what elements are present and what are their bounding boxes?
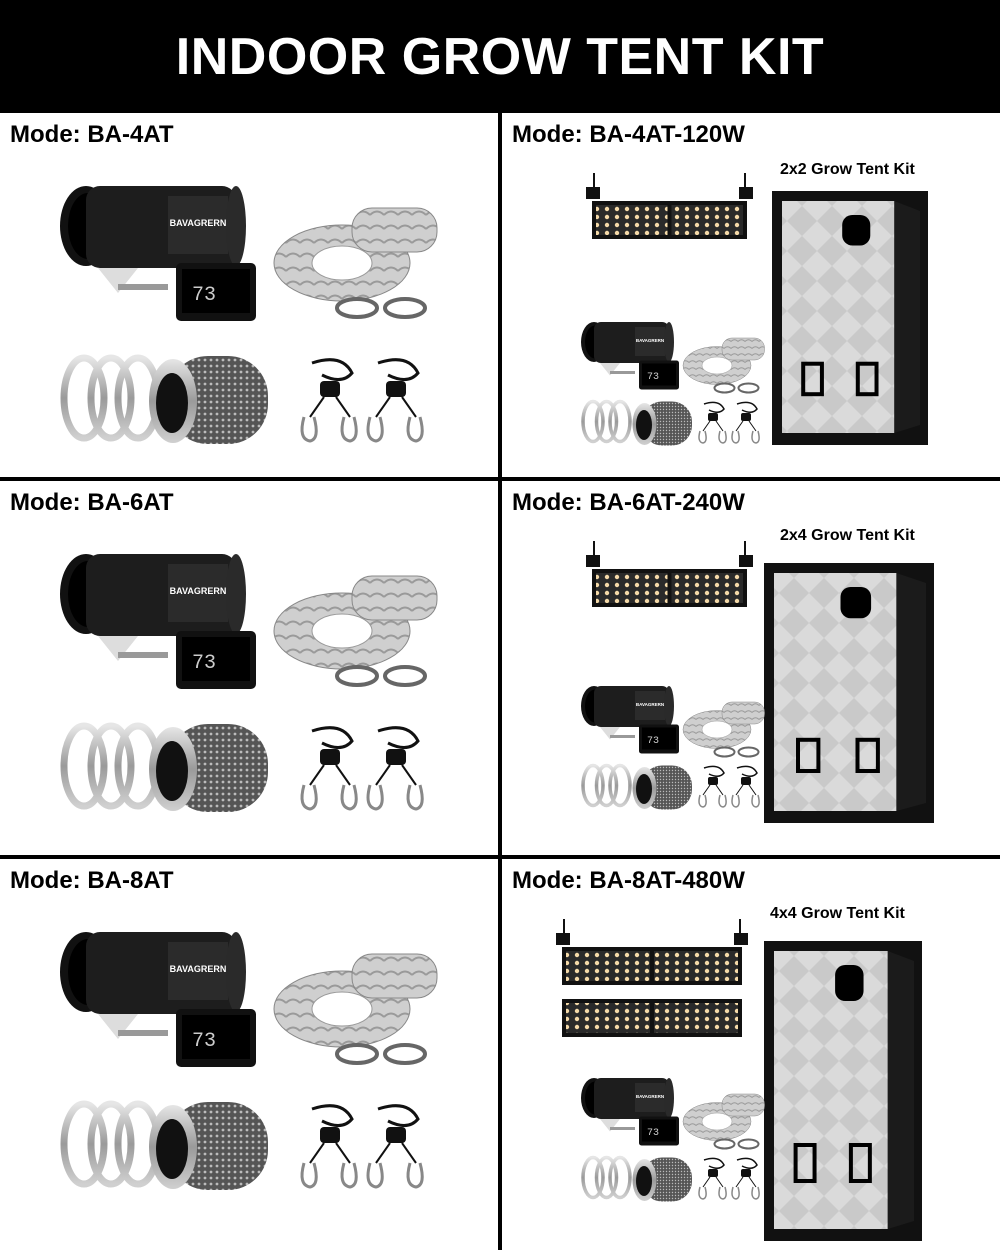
row-divider bbox=[0, 855, 1000, 859]
inline-duct-fan: BAVAGRERN 73 bbox=[581, 686, 679, 754]
rope-hangers bbox=[300, 726, 424, 811]
hose-clamp bbox=[383, 665, 427, 687]
hose-clamp bbox=[737, 746, 760, 758]
carbon-filter bbox=[632, 401, 692, 446]
duct-port bbox=[840, 587, 872, 619]
tent-kit-label: 2x4 Grow Tent Kit bbox=[780, 527, 915, 544]
brand-label: BAVAGRERN bbox=[170, 964, 227, 974]
hose-clamp bbox=[737, 382, 760, 394]
hose-clamp bbox=[335, 297, 379, 319]
model-label: Mode: BA-8AT-480W bbox=[512, 867, 745, 894]
led-grow-light bbox=[556, 919, 748, 1037]
tent-kit-label: 4x4 Grow Tent Kit bbox=[770, 905, 905, 922]
brand-label: BAVAGRERN bbox=[170, 218, 227, 228]
hose-clamps bbox=[581, 1155, 632, 1200]
hose-clamp bbox=[335, 665, 379, 687]
inline-duct-fan: BAVAGRERN 73 bbox=[581, 322, 679, 390]
carbon-filter bbox=[149, 724, 268, 812]
rope-hangers bbox=[698, 401, 760, 444]
tent-kit-label: 2x2 Grow Tent Kit bbox=[780, 161, 915, 178]
aluminum-duct bbox=[682, 337, 765, 394]
hose-clamps bbox=[60, 722, 162, 810]
controller-reading: 73 bbox=[192, 284, 216, 307]
kit-panel: Mode: BA-6AT BAVAGRERN 73 bbox=[0, 481, 498, 855]
aluminum-duct bbox=[273, 575, 438, 687]
model-label: Mode: BA-4AT-120W bbox=[512, 121, 745, 148]
rope-hangers bbox=[698, 765, 760, 808]
model-label: Mode: BA-4AT bbox=[10, 121, 174, 148]
inline-duct-fan: BAVAGRERN 73 bbox=[60, 554, 256, 689]
model-label: Mode: BA-8AT bbox=[10, 867, 174, 894]
hose-clamp bbox=[383, 297, 427, 319]
inline-duct-fan: BAVAGRERN 73 bbox=[60, 932, 256, 1067]
page-header: INDOOR GROW TENT KIT bbox=[0, 0, 1000, 113]
hose-clamps bbox=[60, 1100, 162, 1188]
rope-hangers bbox=[300, 358, 424, 443]
vent-window bbox=[848, 1143, 872, 1183]
column-divider bbox=[498, 113, 502, 1250]
kit-panel: Mode: BA-4AT BAVAGRERN 73 bbox=[0, 113, 498, 477]
model-label: Mode: BA-6AT bbox=[10, 489, 174, 516]
vent-window bbox=[793, 1143, 817, 1183]
model-label: Mode: BA-6AT-240W bbox=[512, 489, 745, 516]
hose-clamps bbox=[581, 763, 632, 808]
aluminum-duct bbox=[273, 953, 438, 1065]
carbon-filter bbox=[149, 356, 268, 444]
hose-clamps bbox=[581, 399, 632, 444]
controller-reading: 73 bbox=[647, 736, 659, 747]
inline-duct-fan: BAVAGRERN 73 bbox=[60, 186, 256, 321]
hose-clamp bbox=[737, 1138, 760, 1150]
hose-clamps bbox=[60, 354, 162, 442]
hose-clamp bbox=[713, 382, 736, 394]
brand-label: BAVAGRERN bbox=[636, 338, 664, 343]
inline-duct-fan: BAVAGRERN 73 bbox=[581, 1078, 679, 1146]
grow-tent bbox=[764, 563, 934, 823]
hose-clamp bbox=[335, 1043, 379, 1065]
brand-label: BAVAGRERN bbox=[636, 702, 664, 707]
aluminum-duct bbox=[682, 701, 765, 758]
brand-label: BAVAGRERN bbox=[170, 586, 227, 596]
hose-clamp bbox=[713, 1138, 736, 1150]
led-grow-light bbox=[586, 173, 753, 239]
aluminum-duct bbox=[682, 1093, 765, 1150]
vent-window bbox=[796, 737, 821, 774]
vent-window bbox=[855, 361, 879, 397]
rope-hangers bbox=[698, 1157, 760, 1200]
controller-reading: 73 bbox=[647, 1128, 659, 1139]
brand-label: BAVAGRERN bbox=[636, 1094, 664, 1099]
kit-panel: Mode: BA-8AT BAVAGRERN 73 bbox=[0, 859, 498, 1250]
hose-clamp bbox=[383, 1043, 427, 1065]
duct-port bbox=[835, 965, 864, 1001]
aluminum-duct bbox=[273, 207, 438, 319]
duct-port bbox=[842, 215, 871, 246]
page-title: INDOOR GROW TENT KIT bbox=[175, 27, 825, 86]
carbon-filter bbox=[149, 1102, 268, 1190]
controller-reading: 73 bbox=[192, 1030, 216, 1053]
row-divider bbox=[0, 477, 1000, 481]
carbon-filter bbox=[632, 765, 692, 810]
led-grow-light bbox=[586, 541, 753, 607]
hose-clamp bbox=[713, 746, 736, 758]
vent-window bbox=[855, 737, 880, 774]
grow-tent bbox=[764, 941, 922, 1241]
rope-hangers bbox=[300, 1104, 424, 1189]
grow-tent bbox=[772, 191, 928, 445]
controller-reading: 73 bbox=[647, 372, 659, 383]
controller-reading: 73 bbox=[192, 652, 216, 675]
vent-window bbox=[801, 361, 824, 397]
carbon-filter bbox=[632, 1157, 692, 1202]
